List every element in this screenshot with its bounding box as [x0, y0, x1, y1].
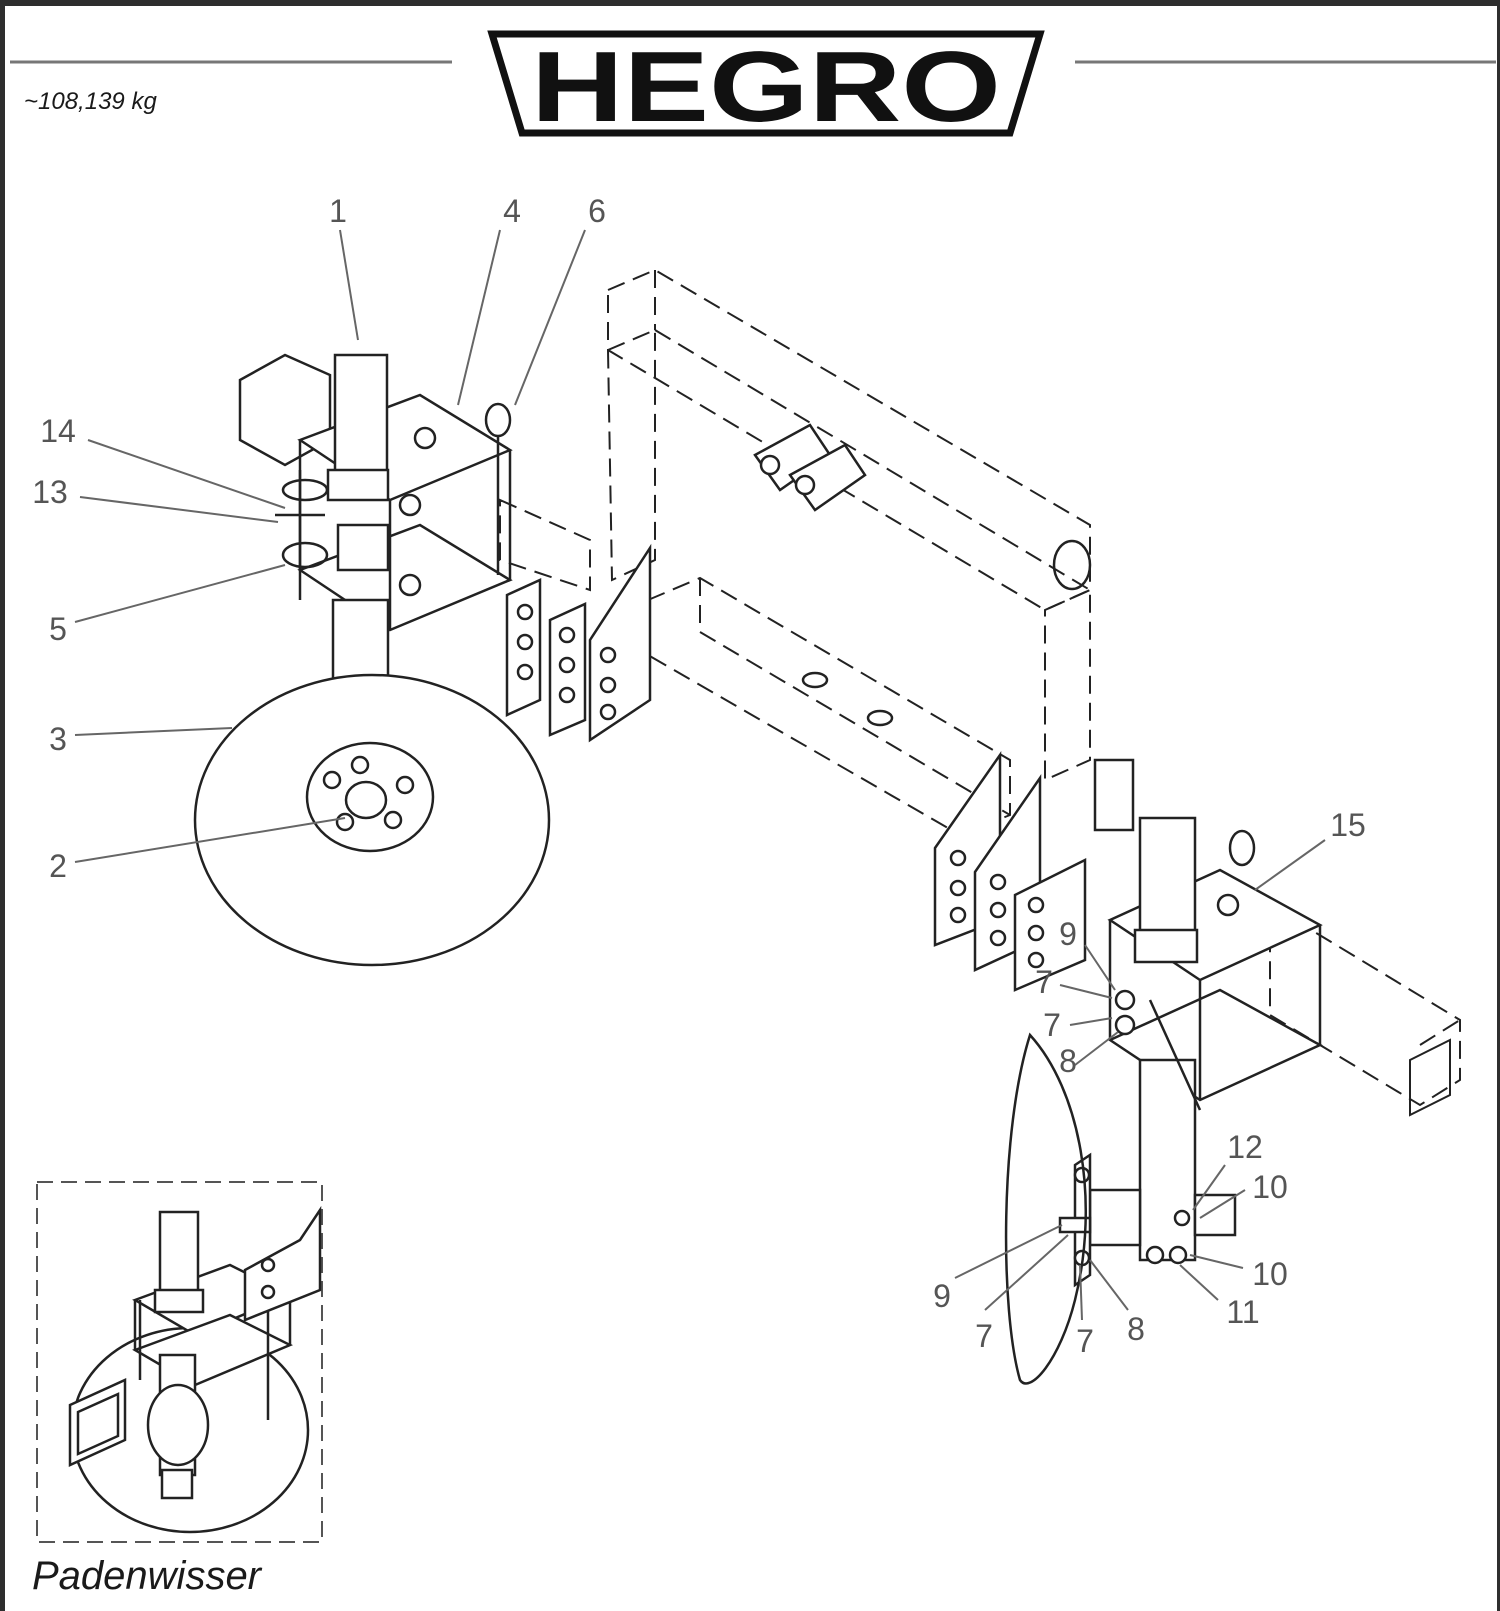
- hitch-lugs: [753, 423, 867, 512]
- callout-9-lower: 9: [933, 1278, 951, 1314]
- callout-10-lower: 10: [1252, 1256, 1288, 1292]
- callout-7-upper-b: 7: [1043, 1007, 1061, 1043]
- mounting-plates-left: [505, 543, 652, 743]
- callout-13: 13: [32, 474, 68, 510]
- beam-holes: [801, 671, 894, 727]
- main-frame: [499, 268, 1461, 1117]
- logo-text: HEGRO: [531, 31, 1001, 143]
- left-disc-unit: [238, 353, 513, 682]
- callout-7-lower-a: 7: [975, 1318, 993, 1354]
- callout-5: 5: [49, 611, 67, 647]
- callout-labels: 1 4 6 14 13 5 3 2 15 9 7 7 8 12 10 10 11…: [32, 193, 1366, 1359]
- inset-drawing: [68, 1205, 322, 1534]
- callout-8-lower: 8: [1127, 1311, 1145, 1347]
- weight-label: ~108,139 kg: [24, 88, 157, 115]
- callout-1: 1: [329, 193, 347, 229]
- callout-9-upper: 9: [1059, 916, 1077, 952]
- right-disc: [1004, 1032, 1087, 1385]
- callout-8-upper: 8: [1059, 1043, 1077, 1079]
- callout-14: 14: [40, 413, 76, 449]
- callout-11: 11: [1226, 1294, 1259, 1330]
- hegro-logo: HEGRO: [487, 30, 1045, 143]
- callout-7-lower-b: 7: [1076, 1323, 1094, 1359]
- callout-6: 6: [588, 193, 606, 229]
- inset-caption: Padenwisser: [32, 1554, 262, 1598]
- left-disc: [193, 673, 551, 967]
- callout-leaders: [74, 229, 1326, 1321]
- callout-4: 4: [503, 193, 521, 229]
- mounting-plates-right: [933, 751, 1087, 992]
- callout-12: 12: [1227, 1129, 1263, 1165]
- callout-3: 3: [49, 721, 67, 757]
- callout-15: 15: [1330, 807, 1366, 843]
- callout-7-upper-a: 7: [1035, 964, 1053, 1000]
- frame-end-cap: [1052, 539, 1092, 591]
- callout-10-upper: 10: [1252, 1169, 1288, 1205]
- inset-detail: [36, 1181, 323, 1543]
- callout-2: 2: [49, 848, 67, 884]
- right-disc-unit: [1058, 758, 1323, 1288]
